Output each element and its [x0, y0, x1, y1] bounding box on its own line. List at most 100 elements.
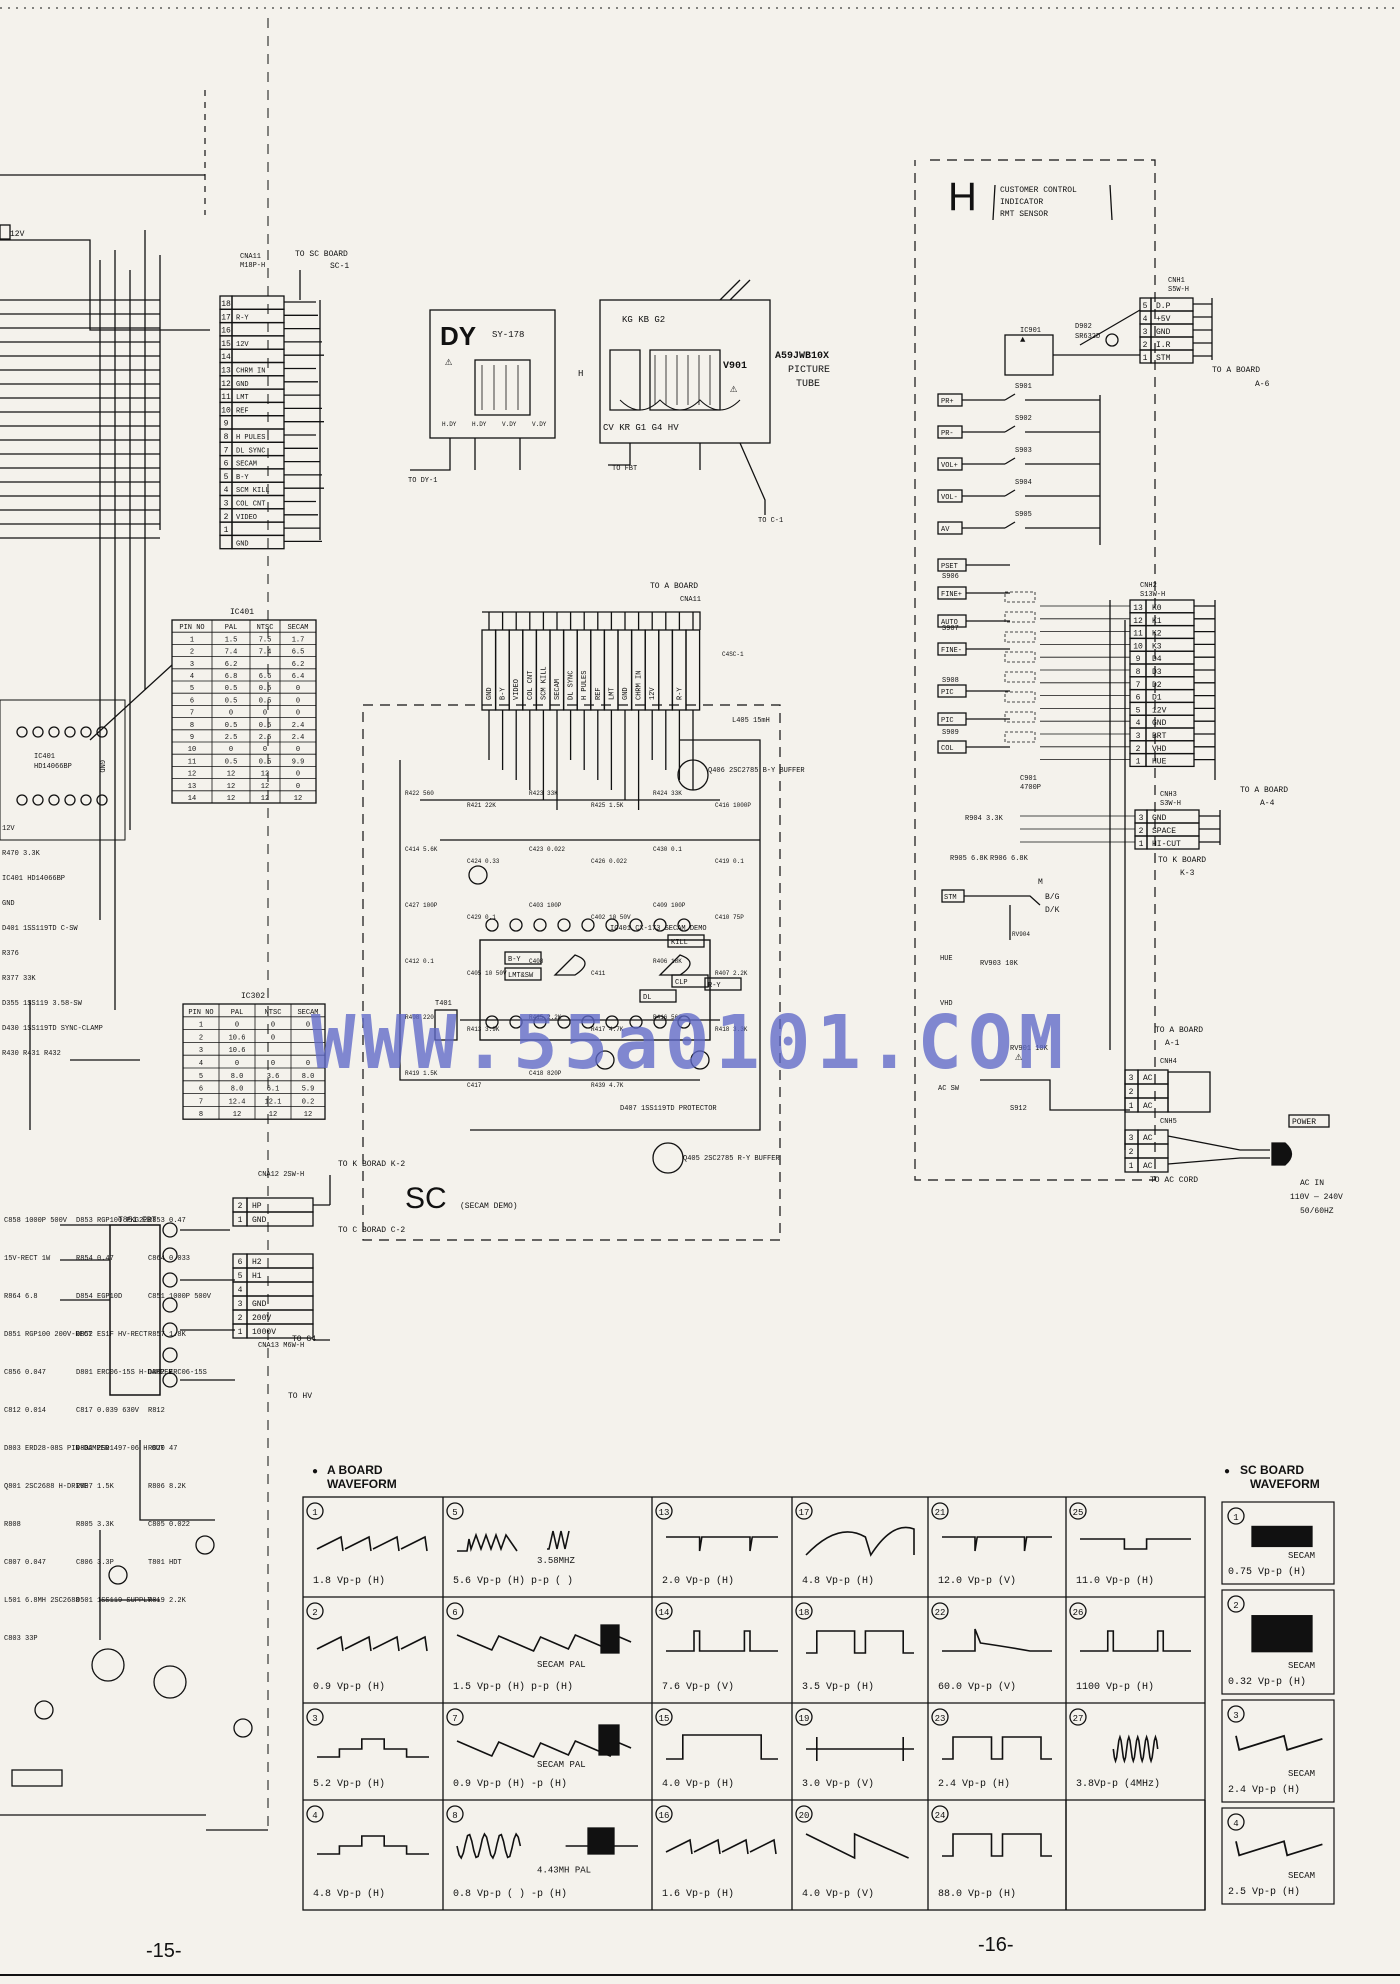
cna11-signal: R-Y	[236, 314, 249, 322]
cna11-signal-box	[231, 348, 285, 364]
power-label: POWER	[1292, 1118, 1316, 1127]
table-ic302-cell: 8.0	[231, 1073, 244, 1081]
sc-part-label: C408	[529, 958, 544, 965]
table-ic401-cell: 7.4	[259, 649, 272, 657]
cnh2-pin-num: 3	[1136, 732, 1141, 741]
h-misc-label: R906 6.8K	[990, 855, 1029, 863]
cnh2-signal: D4	[1152, 655, 1162, 664]
cnh3-signal: GND	[1152, 814, 1167, 823]
sc-wave-caption: 2.5 Vp-p (H)	[1228, 1886, 1300, 1898]
ic-pin	[64, 726, 76, 738]
left-part-label: 15V-RECT 1W	[4, 1255, 51, 1263]
sc-wave-caption: 0.32 Vp-p (H)	[1228, 1676, 1306, 1688]
ic-pin	[16, 794, 28, 806]
h-trace	[1053, 309, 1141, 356]
cna11-pin-num: 14	[221, 353, 231, 362]
table-ic302-cell: 12	[304, 1111, 312, 1119]
table-ic401-cell: 6.4	[292, 673, 305, 681]
table-ic401-cell: 2.4	[292, 734, 305, 742]
v901-desc: TUBE	[796, 379, 820, 390]
wave-index-circle	[931, 1805, 949, 1823]
waveform-trace	[1235, 1840, 1323, 1857]
l405-label: L405 15mH	[732, 717, 770, 725]
wave-index-circle	[446, 1602, 464, 1620]
cnh2-pin-num: 7	[1136, 681, 1141, 690]
table-ic401-cell: 1.5	[225, 636, 238, 644]
table-ic401-frame	[171, 619, 317, 804]
cna11-pin-num: 1	[224, 526, 229, 535]
table-ic401-cell: 0.5	[225, 758, 238, 766]
stm-label: STM	[944, 894, 957, 902]
ac-in-text: 110V — 240V	[1290, 1193, 1343, 1202]
h-misc-label: R904 3.3K	[965, 815, 1004, 823]
ic-pin	[16, 726, 28, 738]
waveform-trace	[806, 1630, 914, 1654]
cna11-signal-box	[231, 295, 285, 310]
key-label: PR-	[941, 430, 954, 438]
left-part-label: R820 47	[148, 1445, 177, 1453]
fbt-pin	[162, 1372, 178, 1388]
ac-plug-icon	[1271, 1142, 1293, 1166]
key-label: PR+	[941, 398, 954, 406]
left-part-label: D355 1SS119 3.58-SW	[2, 1000, 83, 1008]
table-ic302-cell: 0	[271, 1060, 275, 1068]
ic401-left-block	[0, 699, 126, 841]
left-part-label: R430 R431 R432	[2, 1050, 61, 1058]
cnh4-signal: AC	[1143, 1102, 1153, 1111]
cna11-signal: DL SYNC	[236, 447, 265, 455]
table-ic302-cell: 6	[199, 1086, 203, 1094]
h-misc-label: RV903 10K	[980, 960, 1019, 968]
switch-contact	[1004, 489, 1016, 497]
waveform-node	[233, 1718, 253, 1738]
wave-index-circle	[1069, 1708, 1087, 1726]
left-part-label: R470 3.3K	[2, 850, 41, 858]
table-ic302-cell: 0	[306, 1060, 310, 1068]
waveform-trace	[805, 1832, 909, 1860]
switch-id: S909	[942, 729, 959, 737]
table-ic401-cell: 0.5	[259, 697, 272, 705]
left-part-label: C803 33P	[4, 1635, 38, 1643]
left-part-label: D803 ERD28-08S PIN-DAMPER	[4, 1445, 110, 1453]
key-label: VOL-	[941, 494, 958, 502]
left-part-label: R857 1.8K	[148, 1331, 187, 1339]
cnh5-signal: AC	[1143, 1162, 1153, 1171]
cnh5-dest: TO AC CORD	[1150, 1176, 1198, 1185]
wave-caption: 3.5 Vp-p (H)	[802, 1681, 874, 1693]
wave-index-circle	[1227, 1595, 1245, 1613]
table-ic401-cell: 0.5	[259, 685, 272, 693]
cna11-signal: GND	[236, 381, 249, 389]
wave-index: 25	[1073, 1508, 1084, 1518]
left-part-label: D501 1SS119 SUPPLY	[76, 1597, 152, 1605]
table-ic401-cell: 7.4	[225, 649, 238, 657]
wave-index: 3	[312, 1714, 317, 1724]
cna11-signal: H PULES	[236, 434, 265, 442]
table-ic401-cell: 0	[229, 746, 233, 754]
sw-dk: D/K	[1045, 906, 1060, 915]
left-part-label: C817 0.039 630V	[76, 1407, 140, 1415]
ic-internal-block	[639, 989, 677, 1003]
cnh2-part: S13W-H	[1140, 591, 1165, 599]
cna11-pin-num: 4	[224, 486, 229, 495]
key-label: PIC	[941, 717, 954, 725]
left-part-label: R808	[4, 1521, 21, 1529]
sc-top-dest: TO A BOARD	[650, 582, 698, 591]
sc-part-label: C426 0.022	[591, 858, 627, 865]
a-board-title2: WAVEFORM	[327, 1477, 397, 1491]
cna11-signal: LMT	[236, 394, 249, 402]
cnh1-pin-num: 4	[1143, 315, 1148, 324]
fbt-pin	[162, 1247, 178, 1263]
cna11-pin-num: 7	[224, 446, 229, 455]
table-ic302-cell: 12.1	[265, 1098, 282, 1106]
left-part-label: R864 6.8	[4, 1293, 38, 1301]
page-number-right: -16-	[978, 1934, 1014, 1956]
dy-title: DY	[440, 321, 476, 351]
table-ic302-cell: 0	[306, 1022, 310, 1030]
waveform-trace	[942, 1833, 1052, 1857]
cnh2-pin-num: 11	[1133, 630, 1143, 639]
table-ic302-cell: 4	[199, 1060, 203, 1068]
wave-index-circle	[1227, 1813, 1245, 1831]
ic401-sc-pin	[629, 1015, 643, 1029]
h-board-desc: RMT SENSOR	[1000, 210, 1048, 219]
ic401-sc-pin	[605, 918, 619, 932]
left-part-label: D802 2SD1497-06 H-OUT	[76, 1445, 164, 1453]
